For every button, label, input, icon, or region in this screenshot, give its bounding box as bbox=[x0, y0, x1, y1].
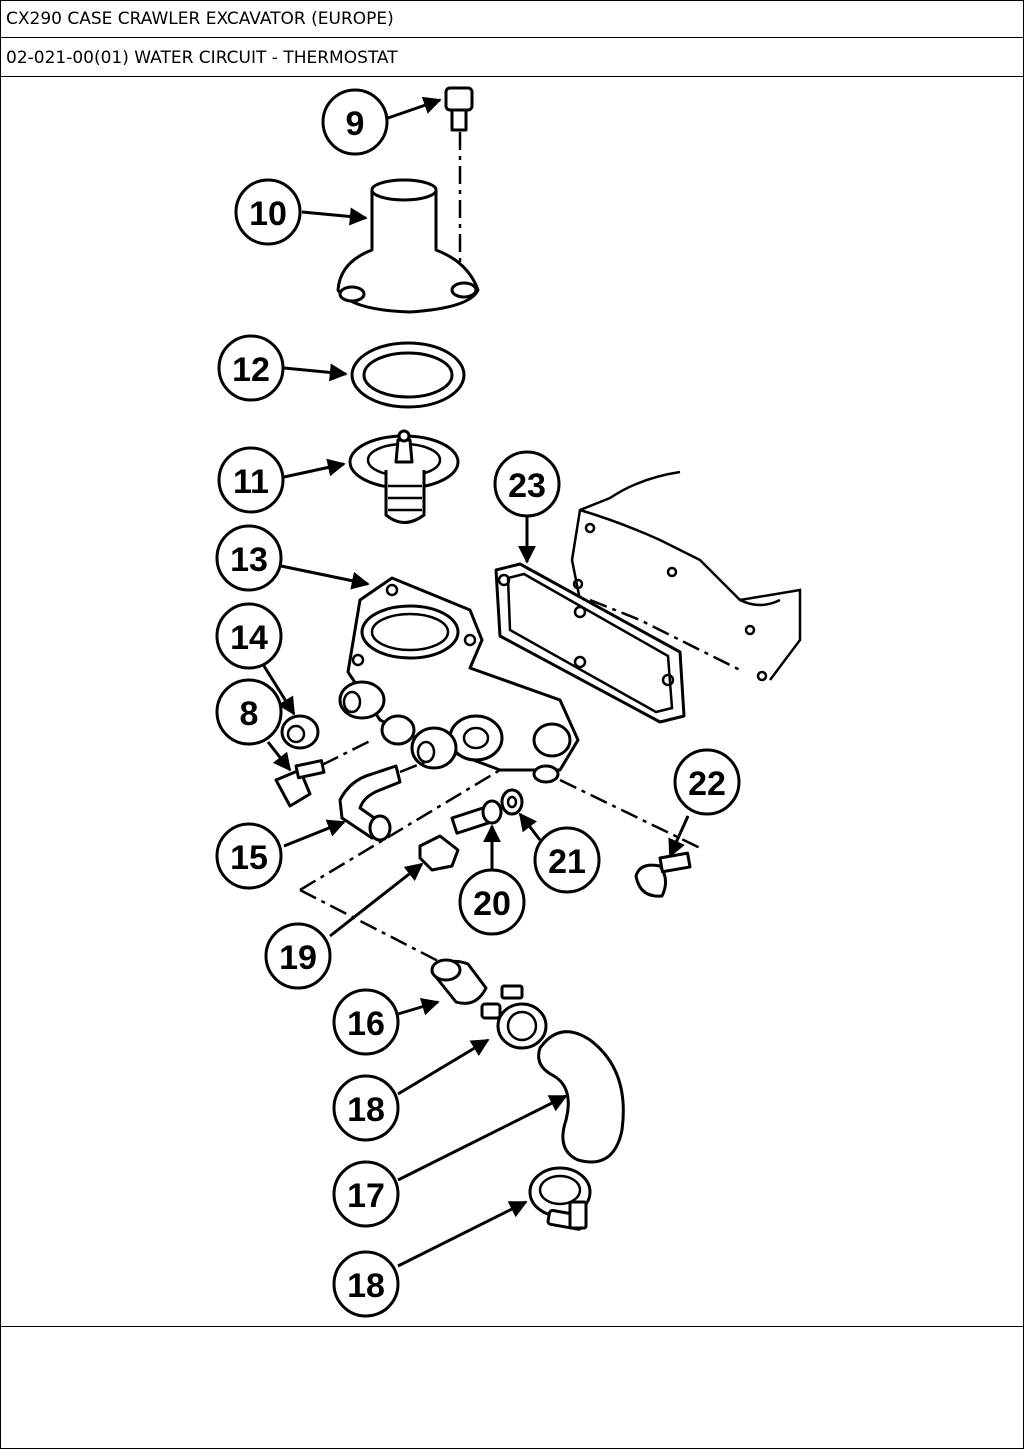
callout-label: 8 bbox=[240, 695, 259, 733]
callout-19: 19 bbox=[264, 922, 332, 990]
callout-label: 14 bbox=[230, 619, 268, 657]
leader-lines bbox=[262, 96, 690, 1268]
gasket-ring-part-12 bbox=[350, 341, 466, 409]
callout-label: 12 bbox=[232, 351, 270, 389]
callout-13: 13 bbox=[215, 524, 283, 592]
exploded-parts-diagram: 9 10 12 11 23 13 14 8 22 15 21 20 bbox=[0, 79, 1024, 1327]
washer-part-20 bbox=[481, 799, 503, 825]
callout-12: 12 bbox=[217, 334, 285, 402]
washer-part-21 bbox=[500, 788, 524, 816]
model-title: CX290 CASE CRAWLER EXCAVATOR (EUROPE) bbox=[0, 0, 1024, 38]
callout-15: 15 bbox=[215, 822, 283, 890]
callout-11: 11 bbox=[217, 446, 285, 514]
callout-label: 19 bbox=[279, 939, 317, 977]
thermostat-housing-part-13 bbox=[338, 576, 580, 784]
callout-21: 21 bbox=[533, 826, 601, 894]
gasket-plate-part-23 bbox=[494, 562, 686, 724]
section-title: 02-021-00(01) WATER CIRCUIT - THERMOSTAT bbox=[0, 39, 1024, 77]
bolt-part-9 bbox=[444, 86, 474, 280]
callout-18-lower: 18 bbox=[332, 1250, 400, 1318]
bolt-part-19 bbox=[418, 805, 491, 872]
hose-clamp-part-18-upper bbox=[480, 984, 548, 1050]
callout-label: 18 bbox=[347, 1091, 385, 1129]
callout-label: 13 bbox=[230, 541, 268, 579]
callout-14: 14 bbox=[215, 602, 283, 670]
callout-label: 9 bbox=[346, 105, 365, 143]
callout-18-upper: 18 bbox=[332, 1074, 400, 1142]
callout-label: 16 bbox=[347, 1005, 385, 1043]
pipe-stub-part-16 bbox=[430, 958, 488, 1005]
callout-label: 21 bbox=[548, 843, 586, 881]
callout-22: 22 bbox=[673, 748, 741, 816]
callout-23: 23 bbox=[493, 450, 561, 518]
elbow-fitting-part-15 bbox=[338, 758, 431, 842]
callout-8: 8 bbox=[215, 678, 283, 746]
callout-16: 16 bbox=[332, 988, 400, 1056]
callout-label: 18 bbox=[347, 1267, 385, 1305]
bolt-part-8 bbox=[274, 738, 373, 808]
hose-part-17 bbox=[537, 1030, 625, 1164]
callout-label: 22 bbox=[688, 765, 726, 803]
callout-label: 23 bbox=[508, 467, 546, 505]
thermostat-cover-part-10 bbox=[336, 178, 480, 314]
callout-17: 17 bbox=[332, 1160, 400, 1228]
callout-label: 10 bbox=[249, 195, 287, 233]
callout-20: 20 bbox=[458, 868, 526, 936]
footer-blank-area bbox=[0, 1327, 1024, 1447]
callout-label: 17 bbox=[347, 1177, 385, 1215]
callout-label: 15 bbox=[230, 839, 268, 877]
callout-10: 10 bbox=[234, 178, 302, 246]
callout-label: 11 bbox=[233, 463, 269, 501]
callout-9: 9 bbox=[321, 88, 389, 156]
bolt-part-22 bbox=[559, 778, 701, 898]
plug-part-14 bbox=[280, 714, 320, 750]
callout-label: 20 bbox=[473, 885, 511, 923]
thermostat-part-11 bbox=[348, 429, 460, 524]
hose-clamp-part-18-lower bbox=[528, 1166, 592, 1231]
engine-block bbox=[570, 470, 802, 682]
